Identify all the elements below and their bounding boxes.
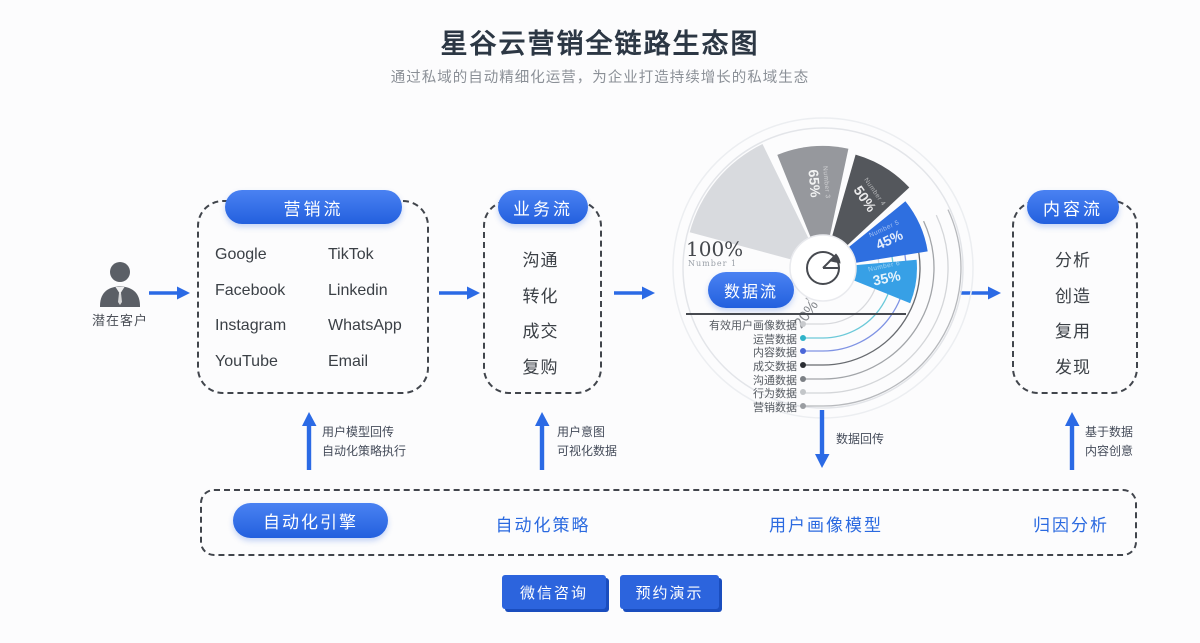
channel-facebook: Facebook [215, 282, 286, 299]
book-demo-button[interactable]: 预约演示 [620, 575, 719, 609]
metric-arc [803, 244, 880, 325]
page-subtitle: 通过私域的自动精细化运营，为企业打造持续增长的私域生态 [390, 70, 810, 86]
arrow-right-icon [437, 286, 481, 305]
business-step: 复购 [522, 358, 559, 377]
connector-label: 用户模型回传 自动化策略执行 [322, 425, 407, 458]
metric-label: 行为数据 [753, 388, 797, 400]
connector-label: 数据回传 [836, 432, 885, 446]
metric-arc [803, 226, 921, 366]
page-title: 星谷云营销全链路生态图 [440, 29, 760, 59]
headline-percent: 100% [686, 237, 744, 261]
channel-youtube: YouTube [215, 353, 278, 370]
metric-dot [800, 403, 806, 409]
channel-instagram: Instagram [215, 317, 287, 334]
content-step: 分析 [1055, 251, 1091, 270]
arrow-right-icon [147, 286, 191, 305]
metric-dot [800, 389, 806, 395]
connector-label: 基于数据 内容创意 [1085, 425, 1134, 458]
arrow-up-icon [534, 412, 550, 475]
engine-item-attribution: 归因分析 [1033, 516, 1109, 535]
pie-chart-icon [806, 251, 841, 285]
business-flow-pill: 业务流 [498, 190, 588, 224]
arrow-right-icon [958, 286, 1002, 305]
engine-box [200, 489, 1137, 556]
wedge-label-65: Number 3 65% [805, 166, 831, 199]
metric-dot [800, 335, 806, 341]
marketing-flow-pill: 营销流 [225, 190, 402, 224]
business-step: 转化 [522, 287, 559, 306]
channel-whatsapp: WhatsApp [328, 317, 402, 334]
metric-dot [800, 348, 806, 354]
wedge-50 [823, 154, 910, 268]
metric-label: 有效用户画像数据 [709, 320, 797, 332]
metric-label: 内容数据 [753, 347, 797, 359]
content-flow-pill: 内容流 [1027, 190, 1119, 224]
metric-label: 成交数据 [753, 361, 797, 373]
channel-email: Email [328, 353, 369, 370]
outer-ring [682, 127, 964, 409]
svg-text:35%: 35% [871, 267, 902, 289]
arrow-right-icon [612, 286, 656, 305]
channel-linkedin: Linkedin [328, 282, 388, 299]
business-step: 沟通 [522, 251, 559, 270]
channel-tiktok: TikTok [328, 246, 374, 263]
arrow-up-icon [301, 412, 317, 475]
engine-item-strategy: 自动化策略 [495, 516, 591, 535]
engine-item-profile-model: 用户画像模型 [769, 516, 883, 535]
wechat-consult-button[interactable]: 微信咨询 [502, 575, 606, 609]
metric-arc [803, 214, 949, 394]
connector-label: 用户意图 可视化数据 [557, 425, 618, 458]
metric-label: 沟通数据 [753, 375, 797, 387]
channel-google: Google [215, 246, 267, 263]
business-step: 成交 [522, 322, 559, 341]
arrow-down-icon [814, 410, 830, 473]
radial-fan-chart: Number 3 65% Number 4 50% Number 5 45% N… [660, 112, 990, 442]
metric-arc [803, 232, 907, 352]
data-flow-underline [686, 313, 906, 315]
content-step: 发现 [1055, 358, 1091, 377]
metric-arc [803, 209, 962, 407]
metric-arc [803, 238, 894, 339]
metric-dot [800, 321, 806, 327]
headline-name: Number 1 [688, 259, 738, 268]
lead-label: 潜在客户 [91, 313, 148, 328]
metric-label: 运营数据 [753, 334, 797, 346]
wedge-65 [777, 146, 849, 268]
automation-engine-pill: 自动化引擎 [233, 503, 388, 538]
metric-dot [800, 376, 806, 382]
svg-text:Number 3: Number 3 [821, 166, 831, 199]
person-icon [96, 260, 144, 308]
arrow-up-icon [1064, 412, 1080, 475]
metric-label: 营销数据 [753, 402, 797, 414]
data-flow-pill: 数据流 [708, 272, 794, 308]
metric-dot [800, 362, 806, 368]
metric-arc [803, 220, 935, 380]
svg-text:65%: 65% [805, 169, 823, 199]
content-step: 创造 [1055, 287, 1091, 306]
wedge-unlabeled [689, 144, 823, 268]
content-step: 复用 [1055, 322, 1091, 341]
